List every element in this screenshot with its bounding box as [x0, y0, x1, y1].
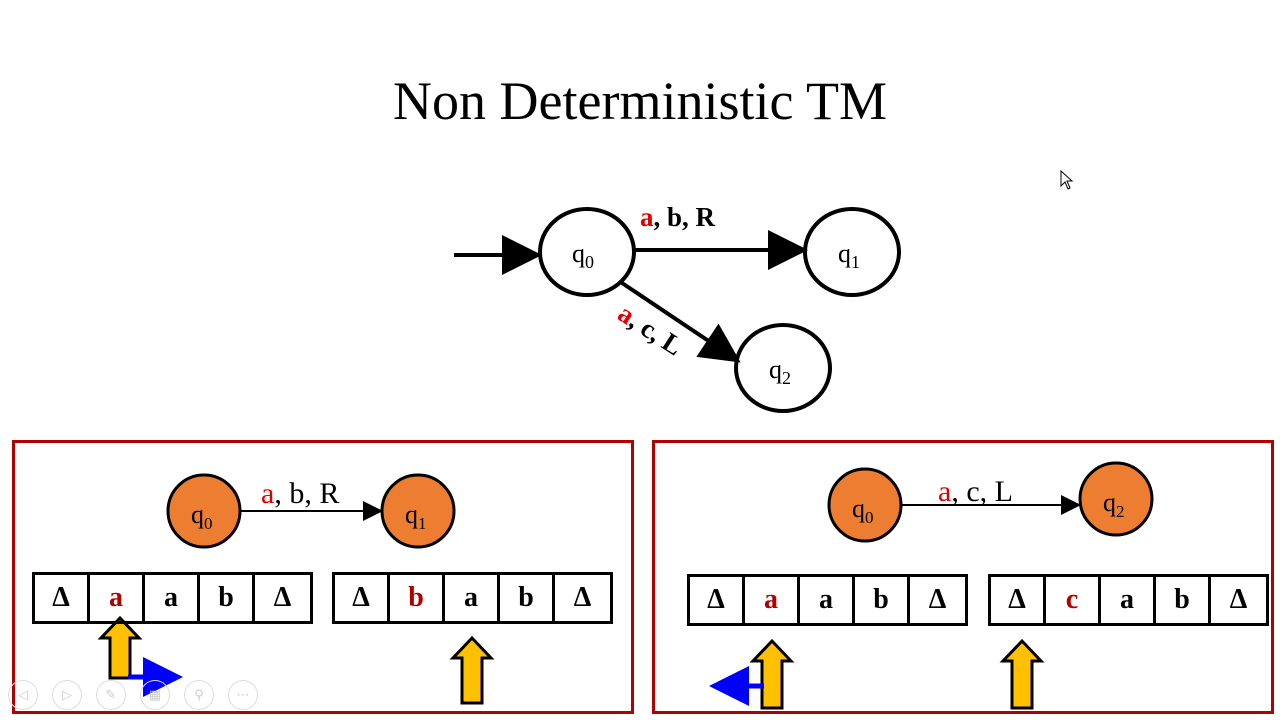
- more-icon[interactable]: ⋯: [228, 680, 258, 710]
- tape-cell: b: [390, 575, 445, 621]
- label-q0-q2: a, c, L: [613, 298, 688, 362]
- label-q0-q1: a, b, R: [640, 202, 716, 232]
- head-arrow-after: [449, 635, 495, 705]
- panel-diagram: q0 q2 a, c, L: [709, 461, 1154, 710]
- head-arrow-before: [97, 615, 143, 680]
- zoom-icon[interactable]: ⚲: [184, 680, 214, 710]
- panel-diagram: q0 q1 a, b, R: [97, 473, 495, 705]
- tape-cell: c: [1046, 577, 1101, 623]
- branch-panel-right-move: q0 q1 a, b, R Δ a a b Δ Δ b a b Δ: [12, 440, 634, 714]
- tape-cell: a: [745, 577, 800, 623]
- tape-cell: b: [1156, 577, 1211, 623]
- tape-cell: a: [800, 577, 855, 623]
- pen-icon[interactable]: ✎: [96, 680, 126, 710]
- previous-slide-icon[interactable]: ◁: [8, 680, 38, 710]
- tape-cell: Δ: [573, 582, 592, 613]
- tape-cell: b: [200, 575, 255, 621]
- tape-cell: Δ: [273, 582, 292, 613]
- tape-cell: a: [445, 575, 500, 621]
- tape-cell: Δ: [991, 577, 1046, 623]
- mouse-cursor-icon: [1060, 170, 1074, 190]
- tape-cell: b: [855, 577, 910, 623]
- tape-cell: b: [500, 575, 555, 621]
- branch-panel-left-move: q0 q2 a, c, L Δ a a b Δ Δ c a b Δ: [652, 440, 1274, 714]
- tape-cell: a: [1101, 577, 1156, 623]
- tape-after: Δ b a b Δ: [332, 572, 613, 624]
- next-slide-icon[interactable]: ▷: [52, 680, 82, 710]
- tape-cell: a: [90, 575, 145, 621]
- state-q0: [166, 473, 242, 549]
- head-arrow-after: [999, 638, 1045, 710]
- transition-q0-q2: [620, 281, 741, 363]
- presenter-toolbar: ◁ ▷ ✎ ▦ ⚲ ⋯: [8, 680, 258, 710]
- tape-cell: Δ: [690, 577, 745, 623]
- tape-cell: Δ: [928, 584, 947, 615]
- state-q2: [1078, 461, 1154, 537]
- slides-icon[interactable]: ▦: [140, 680, 170, 710]
- tape-cell: Δ: [1229, 584, 1248, 615]
- svg-text:a, b, R: a, b, R: [261, 477, 339, 510]
- state-q1: [380, 473, 456, 549]
- tape-before: Δ a a b Δ: [687, 574, 968, 626]
- tape-after: Δ c a b Δ: [988, 574, 1269, 626]
- tape-cell: Δ: [335, 575, 390, 621]
- state-q0: [827, 467, 903, 543]
- svg-text:a, c, L: a, c, L: [938, 475, 1013, 508]
- state-q2: [734, 323, 832, 413]
- main-state-diagram: q0 q1 q2 a, b, R a, c, L: [454, 202, 901, 413]
- tape-before: Δ a a b Δ: [32, 572, 313, 624]
- head-arrow-before: [749, 638, 795, 710]
- tape-cell: Δ: [35, 575, 90, 621]
- tape-cell: a: [145, 575, 200, 621]
- slide-title: Non Deterministic TM: [393, 71, 887, 131]
